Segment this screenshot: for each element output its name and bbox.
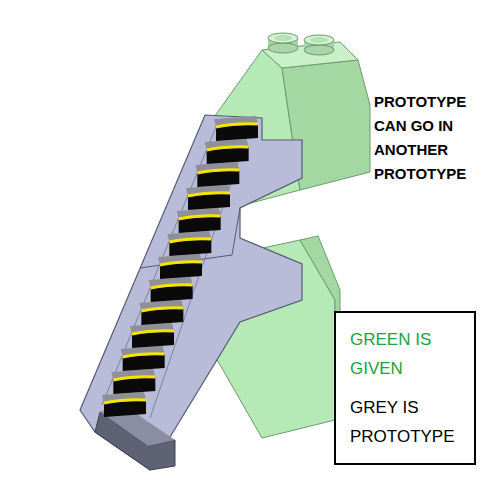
stair-step: [195, 162, 239, 187]
stair-step: [111, 369, 155, 394]
stair-step: [102, 392, 146, 417]
stair-step: [167, 231, 211, 256]
stair-step: [177, 208, 221, 233]
green-studs: [268, 33, 334, 55]
stair-step: [121, 346, 165, 371]
note-text: GREEN IS GIVEN: [350, 325, 462, 383]
module-joint: [232, 208, 240, 255]
stair-step: [186, 185, 230, 210]
stair-step: [149, 277, 193, 302]
legend-note-box: GREEN IS GIVEN GREY IS PROTOTYPE: [334, 311, 476, 465]
prototype-frame: [80, 115, 302, 470]
note-label: PROTOTYPE CAN GO IN ANOTHER PROTOTYPE: [374, 90, 478, 186]
rail-edge: [150, 128, 250, 418]
stair-step: [214, 116, 258, 141]
stair-step: [130, 323, 174, 348]
green-brick-top: [262, 42, 358, 68]
stair-step: [139, 300, 183, 325]
stair-step: [158, 254, 202, 279]
stair-steps: [102, 116, 258, 417]
rail-edge: [102, 122, 218, 405]
stair-step: [205, 139, 249, 164]
note-text: GREY IS PROTOTYPE: [350, 393, 462, 451]
